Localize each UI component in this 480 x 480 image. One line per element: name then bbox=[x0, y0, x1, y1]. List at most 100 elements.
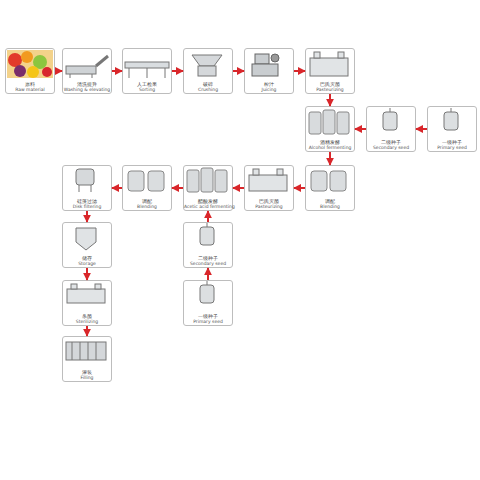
step-name: 二级种子 bbox=[184, 255, 232, 261]
label-group: 二级种子Secondary seed bbox=[367, 139, 415, 150]
flow-arrow bbox=[207, 211, 209, 222]
label-group: 巴氏灭菌Pasteurizing bbox=[245, 198, 293, 209]
flow-arrow bbox=[416, 128, 427, 130]
label-group: 杀菌Sterilizing bbox=[63, 313, 111, 324]
process-box: 巴氏灭菌Pasteurizing bbox=[244, 165, 294, 211]
step-name-english: Primary seed bbox=[184, 319, 232, 324]
process-box: 原料Raw material bbox=[5, 48, 55, 94]
flow-arrow bbox=[86, 268, 88, 280]
flow-arrow bbox=[55, 70, 62, 72]
label-group: 一级种子Primary seed bbox=[184, 313, 232, 324]
label-group: 人工检果Sorting bbox=[123, 81, 171, 92]
process-box: 酒精发酵Alcohol fermenting bbox=[305, 106, 355, 152]
label-group: 清洗提升Washing & elevating bbox=[63, 81, 111, 92]
step-name-english: Pasteurizing bbox=[306, 87, 354, 92]
step-name-english: Crushing bbox=[184, 87, 232, 92]
label-group: 硅藻过滤Disk filtering bbox=[63, 198, 111, 209]
pasteurizer-icon bbox=[310, 52, 348, 76]
process-box: 杀菌Sterilizing bbox=[62, 280, 112, 326]
label-group: 二级种子Secondary seed bbox=[184, 255, 232, 266]
flow-arrow bbox=[294, 70, 305, 72]
flow-arrow bbox=[233, 70, 244, 72]
step-name: 榨汁 bbox=[245, 81, 293, 87]
flow-arrow bbox=[207, 268, 209, 280]
washer-icon bbox=[66, 56, 108, 78]
step-name: 二级种子 bbox=[367, 139, 415, 145]
flow-arrow bbox=[172, 187, 183, 189]
step-name-english: Storage bbox=[63, 261, 111, 266]
process-box: 巴氏灭菌Pasteurizing bbox=[305, 48, 355, 94]
flow-arrow bbox=[329, 152, 331, 165]
filling-machine-icon bbox=[66, 342, 106, 360]
step-name: 醋酸发酵 bbox=[184, 198, 232, 204]
step-name: 破碎 bbox=[184, 81, 232, 87]
label-group: 灌装Filling bbox=[63, 369, 111, 380]
process-box: 二级种子Secondary seed bbox=[183, 222, 233, 268]
process-box: 一级种子Primary seed bbox=[183, 280, 233, 326]
step-name-english: Disk filtering bbox=[63, 204, 111, 209]
flow-arrow bbox=[112, 187, 122, 189]
flow-arrow bbox=[112, 70, 122, 72]
step-name: 人工检果 bbox=[123, 81, 171, 87]
step-name-english: Blending bbox=[123, 204, 171, 209]
flow-arrow bbox=[355, 128, 366, 130]
process-box: 人工检果Sorting bbox=[122, 48, 172, 94]
label-group: 榨汁Juicing bbox=[245, 81, 293, 92]
step-name: 清洗提升 bbox=[63, 81, 111, 87]
flow-arrow bbox=[86, 211, 88, 222]
conveyor-icon bbox=[125, 62, 169, 78]
blending-tank-icon bbox=[311, 171, 346, 191]
step-name-english: Alcohol fermenting bbox=[306, 145, 354, 150]
step-name-english: Secondary seed bbox=[184, 261, 232, 266]
blending-tank-icon bbox=[128, 171, 164, 191]
step-name: 巴氏灭菌 bbox=[245, 198, 293, 204]
label-group: 酒精发酵Alcohol fermenting bbox=[306, 139, 354, 150]
step-name-english: Sorting bbox=[123, 87, 171, 92]
step-name-english: Filling bbox=[63, 375, 111, 380]
step-name-english: Washing & elevating bbox=[63, 87, 111, 92]
process-box: 醋酸发酵Acetic acid fermenting bbox=[183, 165, 233, 211]
process-box: 调配Blending bbox=[122, 165, 172, 211]
fruit-icon bbox=[7, 50, 53, 78]
crusher-icon bbox=[192, 55, 222, 76]
step-name: 调配 bbox=[123, 198, 171, 204]
process-box: 硅藻过滤Disk filtering bbox=[62, 165, 112, 211]
label-group: 破碎Crushing bbox=[184, 81, 232, 92]
step-name-english: Secondary seed bbox=[367, 145, 415, 150]
step-name: 硅藻过滤 bbox=[63, 198, 111, 204]
storage-tank-icon bbox=[76, 228, 96, 250]
label-group: 储存Storage bbox=[63, 255, 111, 266]
process-box: 调配Blending bbox=[305, 165, 355, 211]
step-name: 一级种子 bbox=[428, 139, 476, 145]
flow-arrow bbox=[294, 187, 305, 189]
step-name: 酒精发酵 bbox=[306, 139, 354, 145]
flow-arrow bbox=[172, 70, 183, 72]
step-name: 调配 bbox=[306, 198, 354, 204]
fermenter-tanks-icon bbox=[309, 110, 349, 134]
step-name-english: Sterilizing bbox=[63, 319, 111, 324]
sterilizer-icon bbox=[67, 284, 105, 303]
juicer-icon bbox=[252, 54, 279, 76]
step-name: 储存 bbox=[63, 255, 111, 261]
step-name-english: Juicing bbox=[245, 87, 293, 92]
step-name: 巴氏灭菌 bbox=[306, 81, 354, 87]
label-group: 醋酸发酵Acetic acid fermenting bbox=[184, 198, 232, 209]
step-name-english: Primary seed bbox=[428, 145, 476, 150]
fermenter-tanks-icon bbox=[187, 168, 227, 192]
step-name: 灌装 bbox=[63, 369, 111, 375]
process-box: 榨汁Juicing bbox=[244, 48, 294, 94]
process-box: 一级种子Primary seed bbox=[427, 106, 477, 152]
flow-arrow bbox=[86, 326, 88, 336]
step-name-english: Acetic acid fermenting bbox=[184, 204, 232, 209]
process-box: 破碎Crushing bbox=[183, 48, 233, 94]
flow-arrow bbox=[329, 94, 331, 106]
step-name-english: Raw material bbox=[6, 87, 54, 92]
flow-arrow bbox=[233, 187, 244, 189]
seed-tank-icon bbox=[200, 108, 458, 303]
process-box: 二级种子Secondary seed bbox=[366, 106, 416, 152]
step-name: 原料 bbox=[6, 81, 54, 87]
filter-icon bbox=[76, 169, 94, 192]
